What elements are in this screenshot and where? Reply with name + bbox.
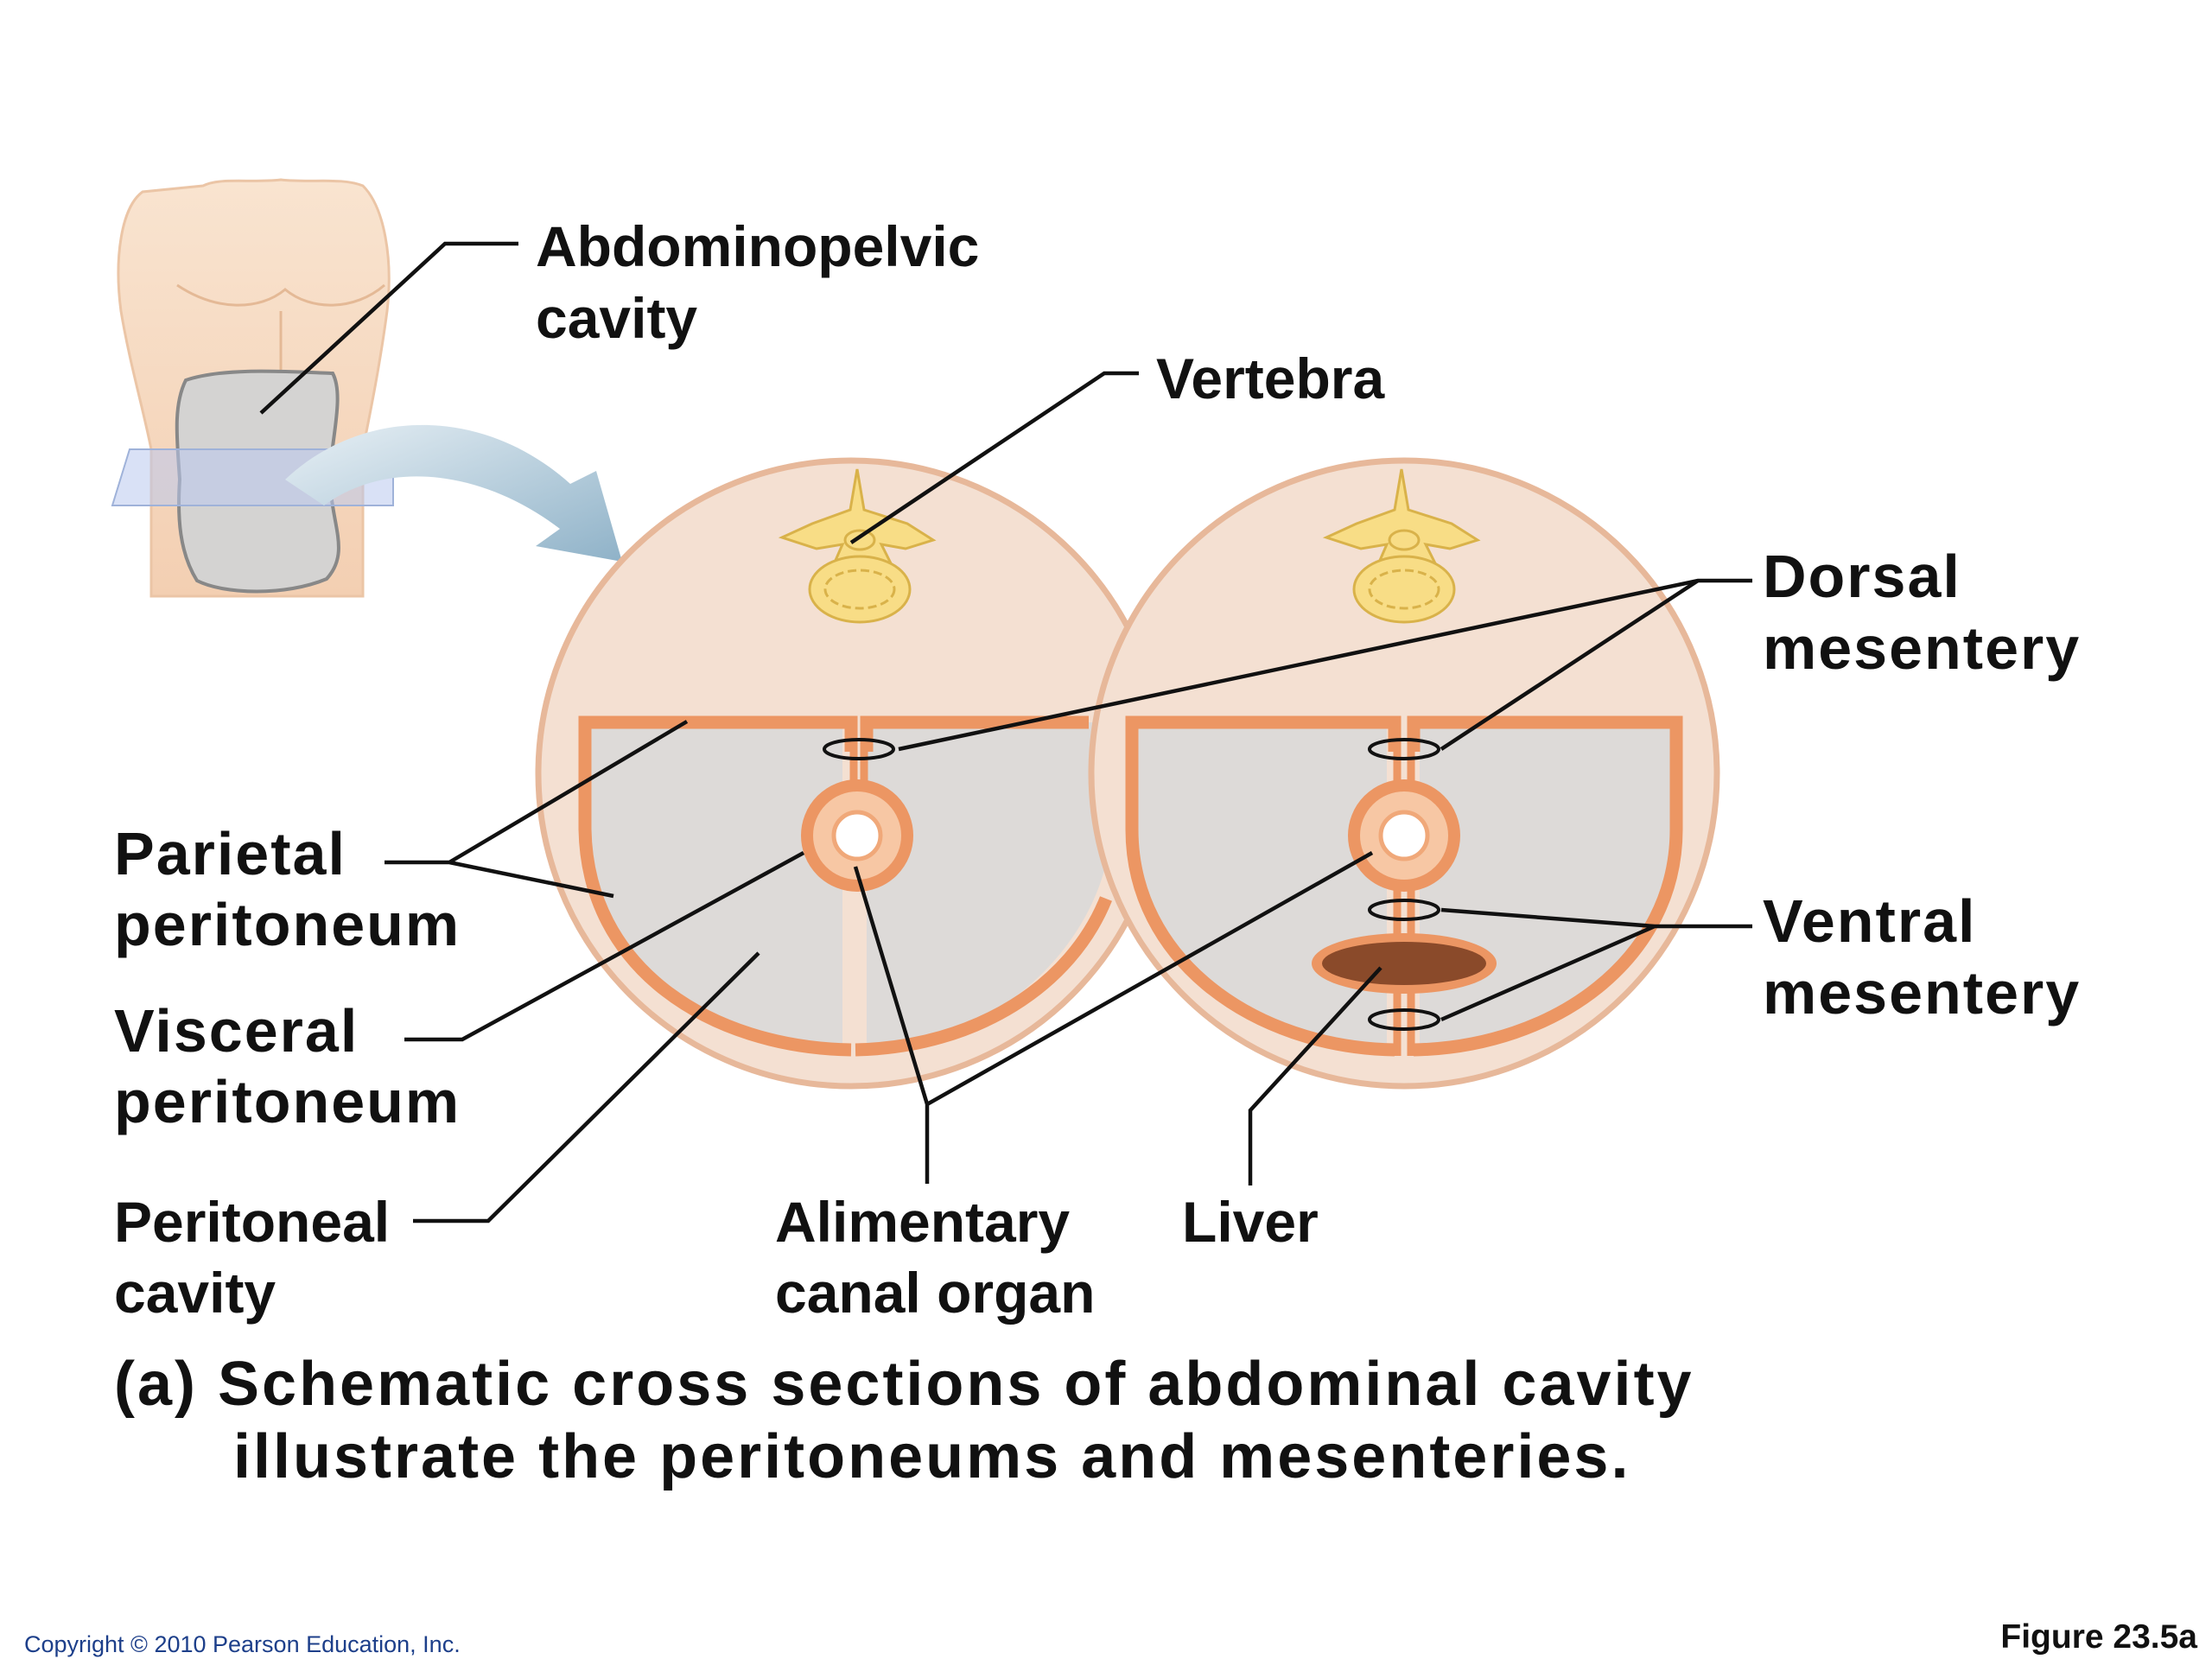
label-vertebra: Vertebra xyxy=(1156,346,1385,410)
leader-dorsal-b xyxy=(1440,579,1700,751)
leader-liver xyxy=(1248,966,1382,1185)
label-alimentary-1: Alimentary xyxy=(775,1190,1070,1254)
label-visceral-2: peritoneum xyxy=(114,1068,461,1135)
leader-peritoneal xyxy=(413,951,760,1224)
peritoneal-cavity-left-right xyxy=(867,722,1106,1050)
cross-section-left xyxy=(535,457,1167,1090)
vertebra-right xyxy=(1322,468,1481,624)
ventral-mesentery-ring-lower xyxy=(1368,1008,1440,1031)
label-abdominopelvic-2: cavity xyxy=(536,286,697,350)
parietal-membrane-right-a xyxy=(1125,715,1402,1057)
leader-abdominopelvic xyxy=(259,241,518,415)
vertebra-left xyxy=(778,468,937,624)
labels: Abdominopelvic cavity Vertebra Dorsal me… xyxy=(114,214,2081,1325)
label-dorsal-2: mesentery xyxy=(1763,614,2081,682)
caption-line-2: illustrate the peritoneums and mesenteri… xyxy=(233,1422,1630,1491)
ventral-mesentery-ring-upper xyxy=(1368,899,1440,921)
label-abdominopelvic-1: Abdominopelvic xyxy=(536,214,979,278)
leader-ventral-b xyxy=(1440,924,1656,1022)
label-peritoneal-2: cavity xyxy=(114,1261,276,1325)
alimentary-lumen-right xyxy=(1378,810,1430,861)
leader-visceral xyxy=(404,851,805,1042)
torso-chest-line xyxy=(176,283,385,307)
figure-caption: (a) Schematic cross sections of abdomina… xyxy=(114,1350,1694,1491)
liver xyxy=(1322,942,1486,985)
label-ventral-1: Ventral xyxy=(1763,887,1976,955)
peritoneal-cavity-left xyxy=(585,722,842,1050)
caption-line-1: (a) Schematic cross sections of abdomina… xyxy=(114,1350,1694,1419)
leader-alimentary xyxy=(853,851,1374,1184)
label-dorsal-1: Dorsal xyxy=(1763,543,1961,610)
label-liver: Liver xyxy=(1182,1190,1319,1254)
label-alimentary-2: canal organ xyxy=(775,1261,1095,1325)
leader-parietal xyxy=(385,720,689,899)
label-parietal-1: Parietal xyxy=(114,820,346,887)
parietal-membrane-left-c xyxy=(855,896,1112,1057)
cross-section-right xyxy=(1088,457,1720,1090)
label-peritoneal-1: Peritoneal xyxy=(114,1190,390,1254)
label-visceral-1: Visceral xyxy=(114,997,359,1065)
dorsal-mesentery-ring-right xyxy=(1368,738,1440,760)
peritoneal-cavity-right-right xyxy=(1420,722,1676,1050)
leader-lines xyxy=(259,241,1752,1224)
leader-vertebra xyxy=(849,371,1139,544)
label-ventral-2: mesentery xyxy=(1763,959,2081,1027)
alimentary-lumen-left xyxy=(831,810,883,861)
figure-number: Figure 23.5a xyxy=(2000,1618,2197,1656)
torso-illustration xyxy=(111,178,622,598)
parietal-membrane-right-b xyxy=(1407,715,1683,1057)
dorsal-mesentery-ring-left xyxy=(823,738,895,760)
label-parietal-2: peritoneum xyxy=(114,891,461,958)
copyright-notice: Copyright © 2010 Pearson Education, Inc. xyxy=(24,1631,461,1657)
curved-arrow xyxy=(285,424,622,562)
parietal-membrane-left xyxy=(578,715,858,1057)
